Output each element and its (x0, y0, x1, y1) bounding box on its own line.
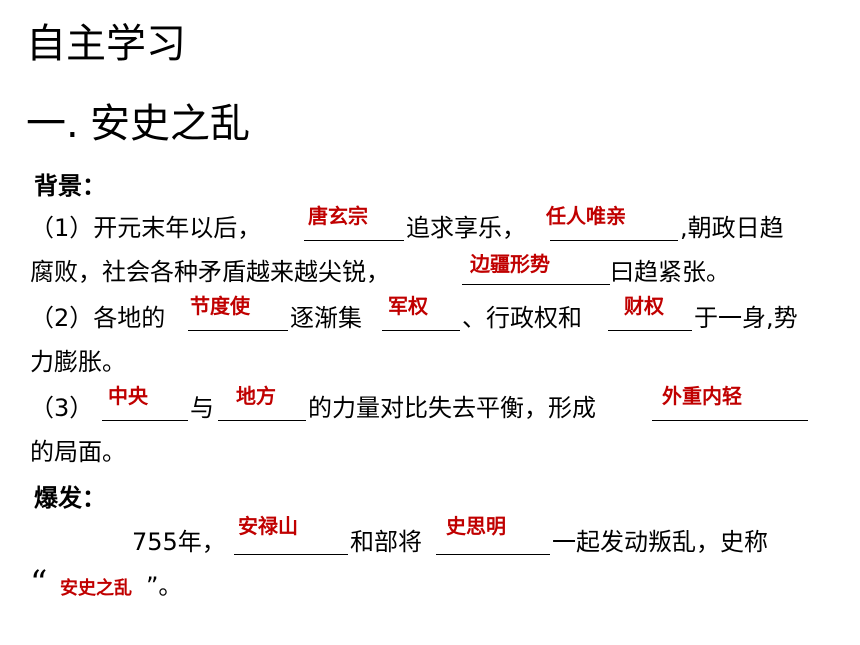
background-label: 背景： (34, 172, 106, 200)
page-title: 自主学习 (26, 21, 186, 67)
item1-prefix: （1）开元末年以后， (30, 214, 262, 242)
answer-difang: 地方 (236, 384, 276, 408)
blank-line (382, 330, 460, 331)
item1-line2: 腐败，社会各种矛盾越来越尖锐， (30, 258, 390, 286)
blank-line (188, 330, 288, 331)
blank-line (436, 554, 550, 555)
answer-anshi-zhiluan: 安史之乱 (60, 578, 132, 599)
blank-line (218, 420, 306, 421)
blank-line (304, 240, 404, 241)
item2-tail: 于一身,势 (694, 304, 798, 332)
section-title-number: 一. (26, 101, 79, 147)
blank-line (462, 284, 610, 285)
item3-line2: 的局面。 (30, 438, 126, 466)
item2-mid1: 逐渐集 (290, 304, 362, 332)
blank-line (102, 420, 188, 421)
item1-mid1: 追求享乐， (406, 214, 526, 242)
blank-line (608, 330, 692, 331)
item2-prefix: （2）各地的 (30, 304, 166, 332)
answer-tang-xuanzong: 唐玄宗 (308, 204, 368, 228)
close-quote: ”。 (146, 572, 183, 600)
outbreak-label: 爆发： (34, 484, 106, 512)
answer-waizhong-neiqing: 外重内轻 (662, 384, 742, 408)
blank-line (550, 240, 678, 241)
outbreak-prefix: 755年， (132, 528, 226, 556)
answer-caiquan: 财权 (624, 294, 664, 318)
item1-tail1: ,朝政日趋 (680, 214, 784, 242)
item1-line2-tail: 曰趋紧张。 (610, 258, 730, 286)
item2-line2: 力膨胀。 (30, 348, 126, 376)
open-quote: “ (30, 563, 48, 603)
answer-an-lushan: 安禄山 (238, 514, 298, 538)
answer-zhongyang: 中央 (108, 384, 148, 408)
outbreak-mid1: 和部将 (350, 528, 422, 556)
answer-bianjiang-xingshi: 边疆形势 (470, 252, 550, 276)
item3-mid2: 的力量对比失去平衡，形成 (308, 394, 596, 422)
outbreak-tail: 一起发动叛乱，史称 (552, 528, 768, 556)
answer-renren-weiqin: 任人唯亲 (546, 204, 626, 228)
item3-prefix: （3） (30, 394, 94, 422)
blank-line (652, 420, 808, 421)
answer-jiedushi: 节度使 (190, 294, 250, 318)
item2-mid2: 、行政权和 (462, 304, 582, 332)
blank-line (234, 554, 348, 555)
answer-shi-siming: 史思明 (446, 514, 506, 538)
item3-mid1: 与 (190, 394, 214, 422)
answer-junquan: 军权 (388, 294, 428, 318)
section-title: 安史之乱 (90, 101, 250, 147)
